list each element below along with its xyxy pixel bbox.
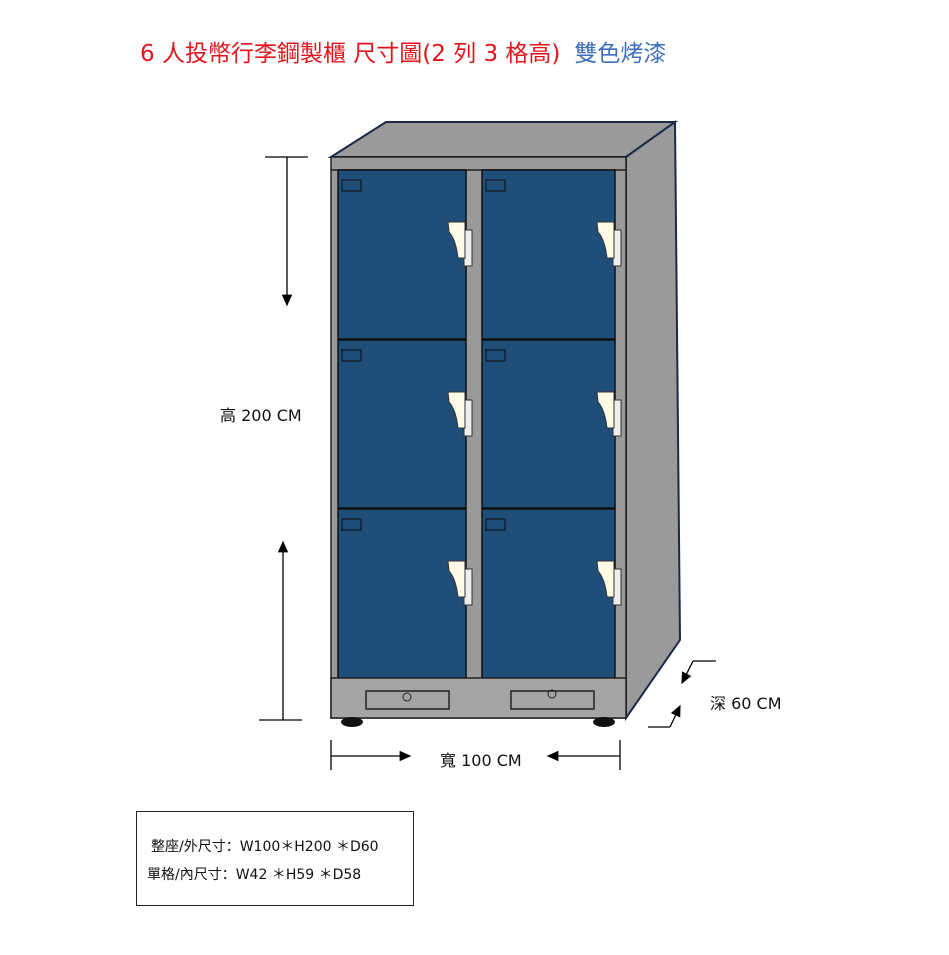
locker-door[interactable] [481,508,616,679]
locker-door[interactable] [337,169,467,340]
number-plate [341,349,362,362]
handle-icon[interactable] [596,560,615,598]
locker-door[interactable] [337,508,467,679]
depth-label: 深 60 CM [710,694,782,713]
title-sub: 雙色烤漆 [574,41,667,67]
width-label: 寬 100 CM [440,751,522,770]
spec-outer: 整座/外尺寸：W100＊H200 ＊D60 [151,839,379,855]
depth-dimension [648,660,716,728]
locker-door[interactable] [337,339,467,509]
cabinet-side [625,120,682,722]
title-main: 6 人投幣行李鋼製櫃 尺寸圖(2 列 3 格高) [140,41,561,67]
number-plate [485,349,506,362]
foot-right [593,717,615,727]
handle-icon[interactable] [447,221,466,259]
handle-icon[interactable] [447,391,466,429]
coin-drawer-right [510,690,595,710]
handle-icon[interactable] [447,560,466,598]
locker-door[interactable] [481,339,616,509]
handle-icon[interactable] [596,391,615,429]
number-plate [341,518,362,531]
locker-door[interactable] [481,169,616,340]
number-plate [485,179,506,192]
spec-inner: 單格/內尺寸：W42 ＊H59 ＊D58 [147,867,362,883]
number-plate [341,179,362,192]
coin-drawer-left [365,690,450,710]
number-plate [485,518,506,531]
cabinet-top [327,121,679,158]
foot-left [341,717,363,727]
spec-box: 整座/外尺寸：W100＊H200 ＊D60 單格/內尺寸：W42 ＊H59 ＊D… [136,811,414,906]
height-label: 高 200 CM [220,406,302,425]
width-dimension [330,740,621,770]
title: 6 人投幣行李鋼製櫃 尺寸圖(2 列 3 格高) 雙色烤漆 [140,34,666,68]
height-dimension [259,156,308,721]
handle-icon[interactable] [596,221,615,259]
